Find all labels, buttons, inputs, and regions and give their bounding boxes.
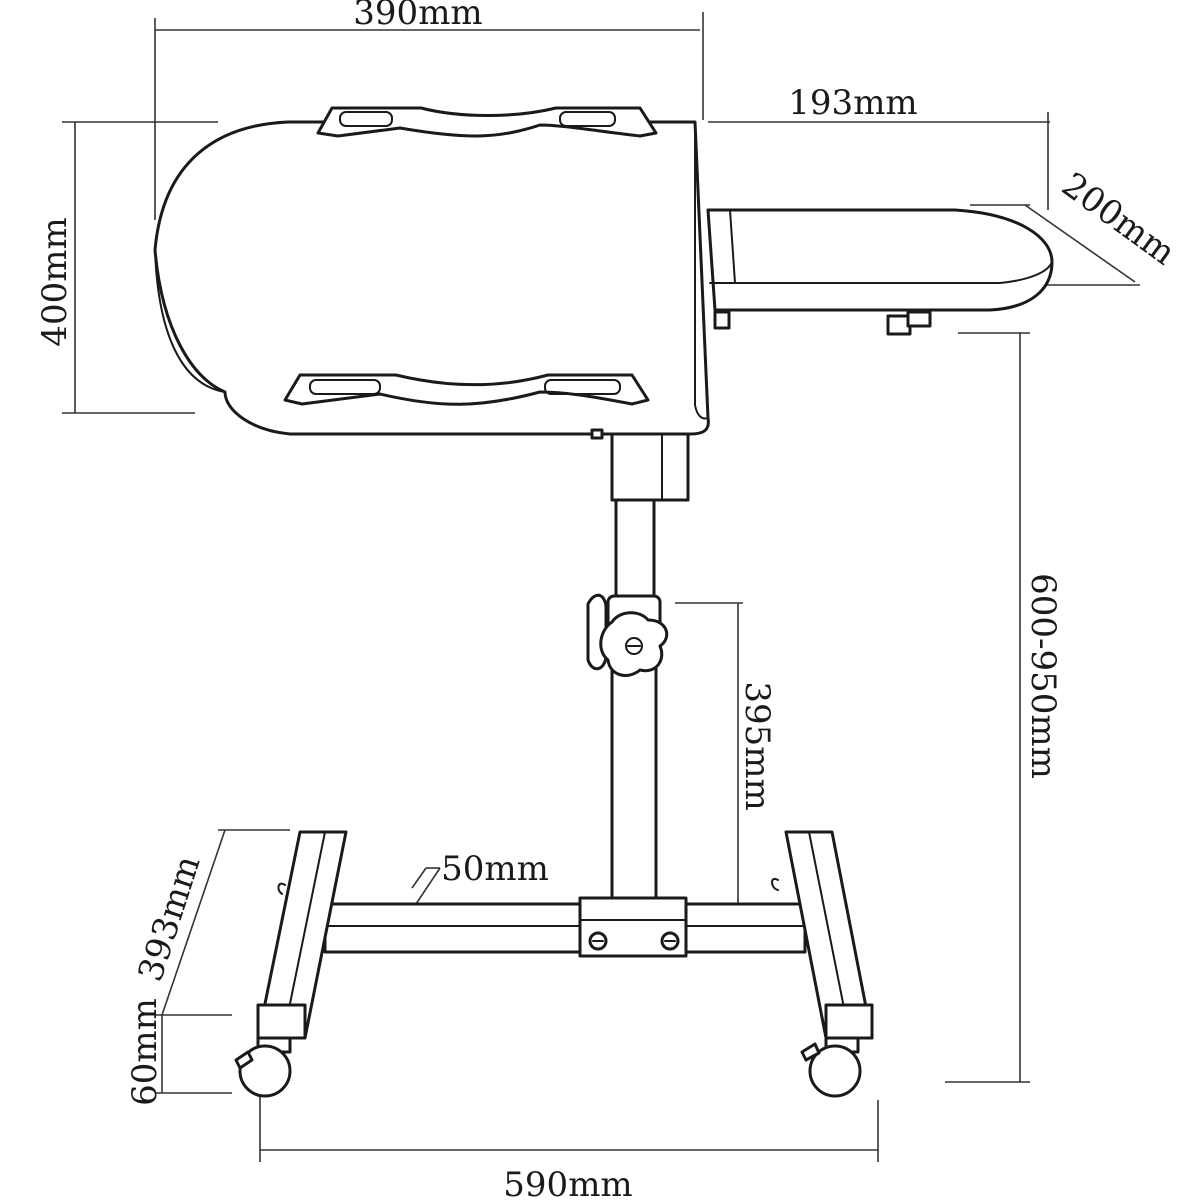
height-knob: [586, 593, 669, 677]
top-depth-label: 400mm: [35, 217, 75, 346]
caster-height-label: 60mm: [125, 998, 165, 1106]
side-tray-width-label: 193mm: [788, 83, 917, 123]
column-travel-label: 395mm: [737, 681, 777, 810]
tube-width-label: 50mm: [441, 849, 549, 889]
side-tray: [706, 208, 1054, 336]
height-column: [586, 428, 690, 904]
side-tray-depth-label: 200mm: [1054, 165, 1182, 273]
top-width-label: 390mm: [353, 0, 482, 33]
bottom-holder-bar: [283, 373, 650, 406]
rolling-base: [234, 830, 874, 1098]
table-top: [153, 106, 710, 436]
top-holder-bar: [316, 106, 658, 138]
left-caster-wheel: [234, 1036, 292, 1098]
base-width-label: 590mm: [503, 1165, 632, 1200]
right-leg: [771, 830, 874, 1040]
height-range-label: 600-950mm: [1023, 573, 1063, 779]
dimension-lines: [62, 12, 1140, 1162]
base-depth-label: 393mm: [131, 851, 209, 986]
right-caster-wheel: [800, 1036, 862, 1098]
